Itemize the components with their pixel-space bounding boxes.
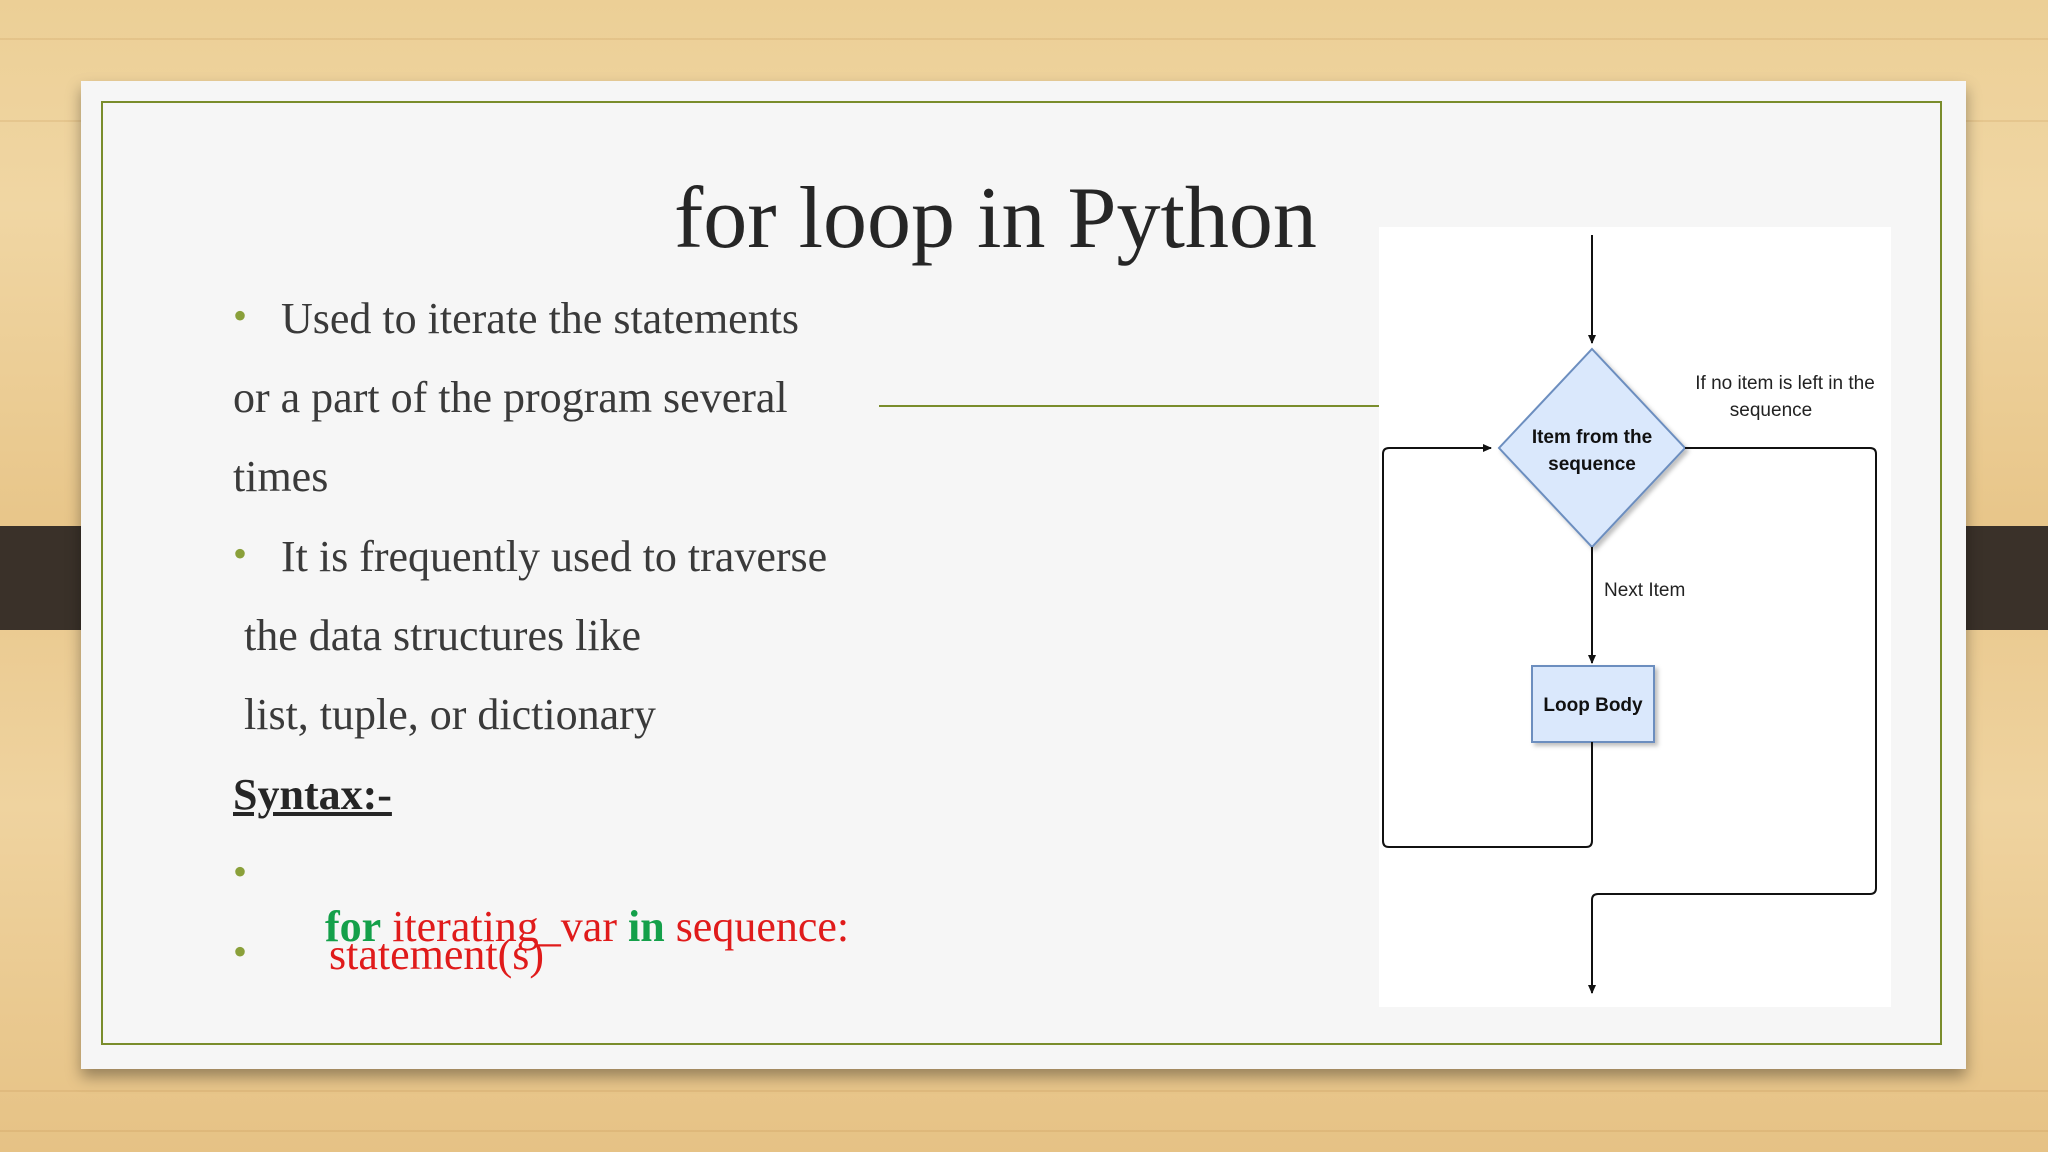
code-line-2: statement(s) xyxy=(329,930,545,979)
keyword-in: in xyxy=(627,902,665,951)
text-line-3: times xyxy=(233,452,329,501)
next-item-label: Next Item xyxy=(1604,580,1685,601)
slide-border xyxy=(101,101,1942,1045)
exit-arrow xyxy=(1588,447,1877,994)
keyword-for: for xyxy=(325,902,382,951)
exit-label-1: If no item is left in the xyxy=(1695,373,1875,394)
text-line-1: Used to iterate the statements xyxy=(281,294,800,343)
code-iterating-var: iterating_var xyxy=(381,902,628,951)
bullet-marker: • xyxy=(233,293,248,338)
exit-label-2: sequence xyxy=(1730,400,1812,421)
text-line-2: or a part of the program several xyxy=(233,373,788,422)
flowchart-diagram: Item from the sequence Next Item Loop Bo… xyxy=(1379,227,1891,1007)
flowchart-svg: Item from the sequence Next Item Loop Bo… xyxy=(1382,235,1877,994)
decision-label-1: Item from the xyxy=(1532,427,1652,448)
title-underline xyxy=(879,405,1459,407)
text-line-6: list, tuple, or dictionary xyxy=(233,690,656,739)
decision-label-2: sequence xyxy=(1548,454,1636,475)
code-sequence: sequence: xyxy=(664,902,850,951)
bullet-marker: • xyxy=(233,929,248,974)
bullet-marker: • xyxy=(233,531,248,576)
decision-diamond xyxy=(1497,347,1687,549)
text-line-4: It is frequently used to traverse xyxy=(281,532,828,581)
loop-body-box xyxy=(1531,665,1655,743)
slide: for loop in Python • Used to iterate the… xyxy=(81,81,1966,1069)
slide-title: for loop in Python xyxy=(674,170,1317,267)
code-line-1: for iterating_var in sequence: xyxy=(281,849,849,1005)
loop-body-label: Loop Body xyxy=(1543,695,1643,716)
syntax-heading: Syntax:- xyxy=(233,770,392,819)
bullet-marker: • xyxy=(233,849,248,894)
text-line-5: the data structures like xyxy=(233,611,642,660)
loop-back-arrow xyxy=(1382,444,1593,848)
